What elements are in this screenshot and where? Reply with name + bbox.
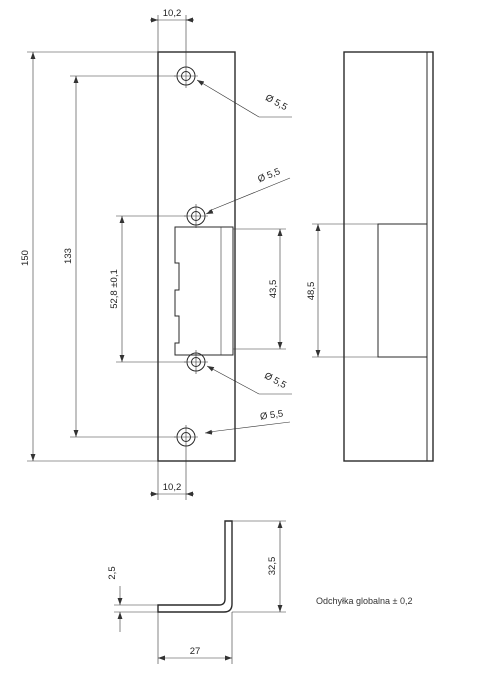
leader-hole-bottom: Ø 5,5 [204,408,291,435]
dim-total-height: 150 [20,51,158,462]
side-latch [377,223,428,358]
strike-plate-outline [157,51,236,462]
dim-side-height: 48,5 [306,223,344,358]
side-recess [344,223,428,358]
dim-opening-label: 52,8 ±0,1 [109,269,120,309]
dim-opening: 52,8 ±0,1 [109,215,186,363]
hole-lower-label: Ø 5,5 [262,370,288,391]
dim-latch-height: 43,5 [233,228,286,350]
dim-top-width: 10,2 [150,8,194,64]
hole-lower [184,350,208,374]
dim-flange-depth: 27 [157,612,233,664]
dim-side-height-label: 48,5 [306,282,317,301]
dim-flange-height: 32,5 [232,520,286,613]
dim-bottom-width-label: 10,2 [163,482,182,493]
dim-flange-height-label: 32,5 [267,557,278,576]
hole-top [174,64,198,88]
profile-view: 2,5 32,5 27 [107,520,286,664]
dim-hole-spacing: 133 [63,75,176,438]
dim-hole-spacing-label: 133 [63,248,74,264]
side-view: 48,5 [306,51,434,462]
front-view: 10,2 10,2 150 133 [20,8,292,500]
tolerance-note: Odchyłka globalna ± 0,2 [316,596,413,606]
hole-upper [184,204,208,228]
dim-flange-depth-label: 27 [190,646,201,657]
hole-top-label: Ø 5,5 [263,92,289,113]
leader-hole-lower: Ø 5,5 [206,365,292,395]
dim-total-height-label: 150 [20,250,31,266]
leader-hole-top: Ø 5,5 [196,79,292,118]
hole-upper-label: Ø 5,5 [256,166,282,185]
hole-bottom-label: Ø 5,5 [259,408,284,422]
side-body-outline [343,51,434,462]
latch-cutout [174,226,234,356]
angle-profile [157,520,233,613]
dim-bottom-width: 10,2 [150,449,194,500]
leader-hole-upper: Ø 5,5 [205,166,291,215]
dim-top-width-label: 10,2 [163,8,182,19]
dim-latch-height-label: 43,5 [268,280,279,299]
dim-thickness-label: 2,5 [107,566,118,579]
dim-thickness: 2,5 [107,566,158,632]
hole-bottom [174,425,198,449]
